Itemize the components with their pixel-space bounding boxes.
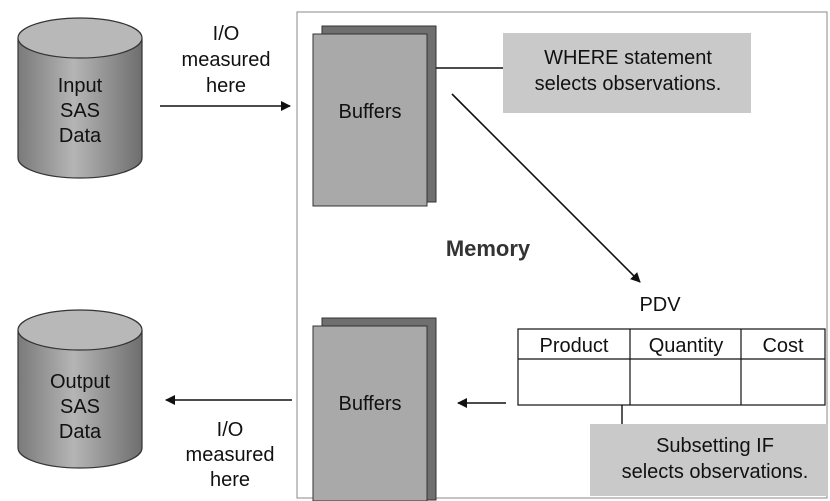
where-note-line2: selects observations. bbox=[535, 73, 722, 95]
output-db-label-line1: Output bbox=[50, 371, 110, 393]
io-bottom-line3: here bbox=[210, 469, 250, 491]
io-top-line3: here bbox=[206, 75, 246, 97]
buffers-bottom-label: Buffers bbox=[339, 393, 402, 415]
pdv-label: PDV bbox=[639, 294, 681, 316]
where-note-line1: WHERE statement bbox=[544, 47, 712, 69]
subsetting-if-note: Subsetting IF selects observations. bbox=[590, 424, 828, 496]
io-bottom-line2: measured bbox=[186, 444, 275, 466]
buffers-to-pdv-arrow bbox=[451, 93, 641, 283]
output-db-label-line2: SAS bbox=[60, 396, 100, 418]
io-measured-top: I/O measured here bbox=[182, 23, 271, 97]
memory-label: Memory bbox=[446, 236, 531, 261]
output-db-label-line3: Data bbox=[59, 421, 102, 443]
input-database-icon: Input SAS Data bbox=[17, 17, 143, 179]
io-top-line1: I/O bbox=[213, 23, 240, 45]
pdv-column-product: Product bbox=[540, 335, 609, 357]
buffers-top-label: Buffers bbox=[339, 101, 402, 123]
if-note-line2: selects observations. bbox=[622, 461, 809, 483]
io-measured-bottom: I/O measured here bbox=[186, 419, 275, 491]
pdv-table: Product Quantity Cost bbox=[517, 328, 826, 406]
where-statement-note: WHERE statement selects observations. bbox=[503, 33, 751, 113]
io-bottom-line1: I/O bbox=[217, 419, 244, 441]
buffers-top: Buffers bbox=[312, 25, 437, 207]
pdv-column-cost: Cost bbox=[762, 335, 804, 357]
buffers-bottom: Buffers bbox=[312, 317, 437, 501]
pdv-column-quantity: Quantity bbox=[649, 335, 723, 357]
if-note-line1: Subsetting IF bbox=[656, 435, 774, 457]
input-db-label-line2: SAS bbox=[60, 100, 100, 122]
input-db-label-line3: Data bbox=[59, 125, 102, 147]
io-top-line2: measured bbox=[182, 49, 271, 71]
input-db-label-line1: Input bbox=[58, 75, 103, 97]
output-database-icon: Output SAS Data bbox=[17, 309, 143, 469]
